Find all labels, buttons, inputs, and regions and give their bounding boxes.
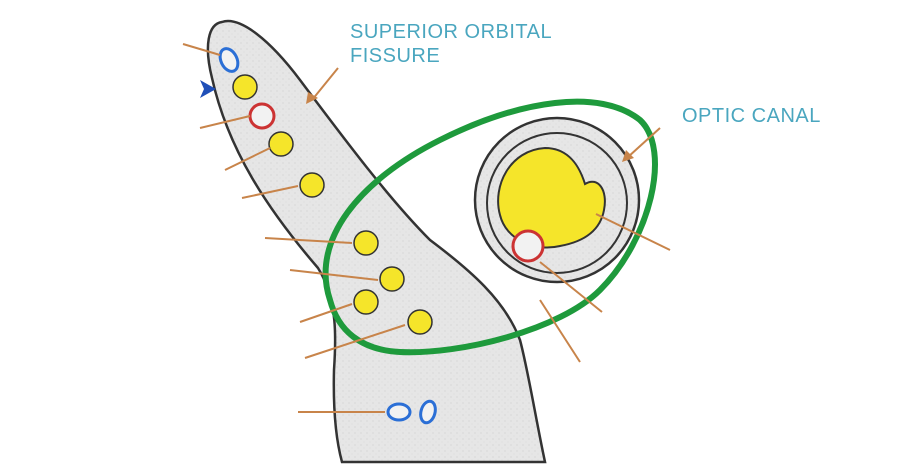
optic-canal-inner-ring bbox=[486, 132, 628, 274]
optic-canal-label: OPTIC CANAL bbox=[682, 105, 821, 127]
canal-pointer-arrowhead bbox=[622, 150, 634, 162]
vessel-ring bbox=[248, 102, 276, 130]
superior-ophthalmic-vein bbox=[218, 47, 240, 73]
nerve-dot-6 bbox=[353, 289, 379, 315]
nerve-dot-4 bbox=[353, 230, 379, 256]
nerve-dot-1 bbox=[232, 74, 258, 100]
nerve-dot-2 bbox=[268, 131, 294, 157]
nerve-dot-5 bbox=[379, 266, 405, 292]
pointer-arrow-head bbox=[200, 80, 216, 98]
nerve-dot-3 bbox=[299, 172, 325, 198]
superior-orbital-fissure-label-line1: SUPERIOR ORBITAL bbox=[350, 21, 553, 43]
inferior-ophthalmic-vein-left bbox=[386, 402, 412, 422]
superior-orbital-fissure-label-line2: FISSURE bbox=[350, 45, 441, 67]
fissure-pointer-arrowhead bbox=[306, 92, 318, 104]
inferior-ophthalmic-vein-right bbox=[419, 399, 437, 425]
common-tendinous-ring bbox=[322, 98, 658, 356]
superior-orbital-fissure-label: SUPERIOR ORBITAL FISSURE bbox=[350, 20, 552, 68]
nerve-dot-7 bbox=[407, 309, 433, 335]
ophthalmic-artery bbox=[511, 229, 545, 263]
optic-nerve bbox=[497, 146, 606, 249]
leader-lines bbox=[182, 43, 671, 413]
